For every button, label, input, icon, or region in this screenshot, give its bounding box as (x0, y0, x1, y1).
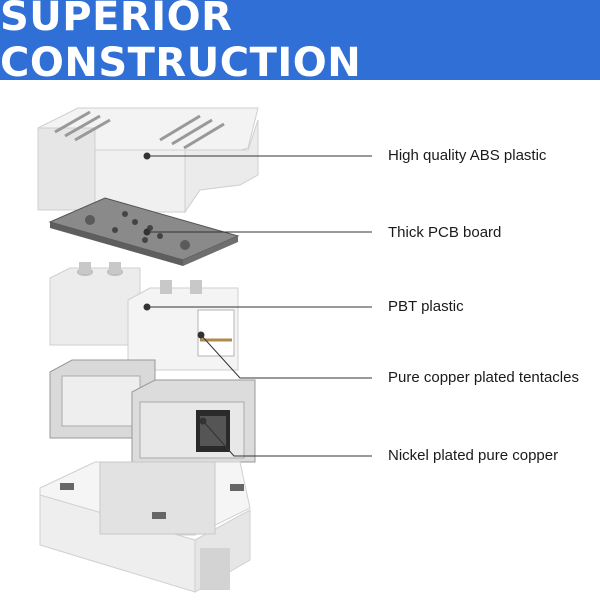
pcb-board-part (48, 197, 240, 266)
pbt-housing-part (49, 262, 239, 371)
label-copper-tentacles: Pure copper plated tentacles (388, 369, 579, 386)
page-title: SUPERIOR CONSTRUCTION (0, 0, 362, 86)
label-pbt-plastic: PBT plastic (388, 298, 464, 315)
label-abs-plastic: High quality ABS plastic (388, 147, 547, 164)
nickel-shield-part (49, 359, 256, 463)
bottom-shell-part (39, 461, 251, 593)
title-banner: SUPERIOR CONSTRUCTION (0, 0, 600, 86)
callout-lines (143, 152, 372, 457)
label-nickel-copper: Nickel plated pure copper (388, 447, 559, 464)
abs-cover-part (37, 107, 259, 214)
exploded-view-illustration (37, 107, 372, 593)
label-pcb-board: Thick PCB board (388, 224, 502, 241)
